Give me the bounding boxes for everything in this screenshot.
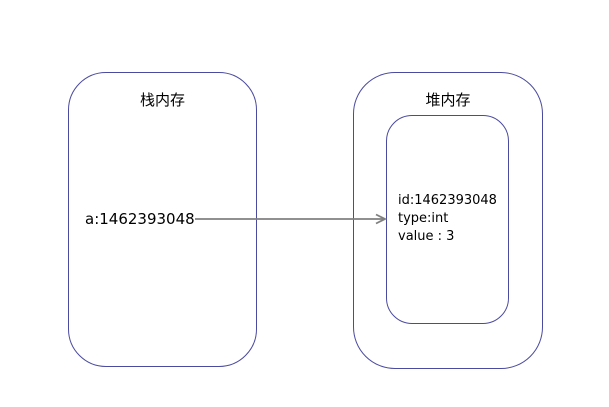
heap-memory-title: 堆内存 [425,91,471,109]
stack-variable-label: a:1462393048 [85,210,195,228]
stack-memory-title: 栈内存 [139,91,185,109]
heap-object-fields: id:1462393048 type:int value : 3 [398,192,497,246]
object-type-line: type:int [398,211,449,226]
object-value-line: value : 3 [398,229,455,244]
heap-memory-box: 堆内存 id:1462393048 type:int value : 3 [353,72,543,369]
object-id-line: id:1462393048 [398,193,497,208]
heap-object-box: id:1462393048 type:int value : 3 [386,115,509,324]
